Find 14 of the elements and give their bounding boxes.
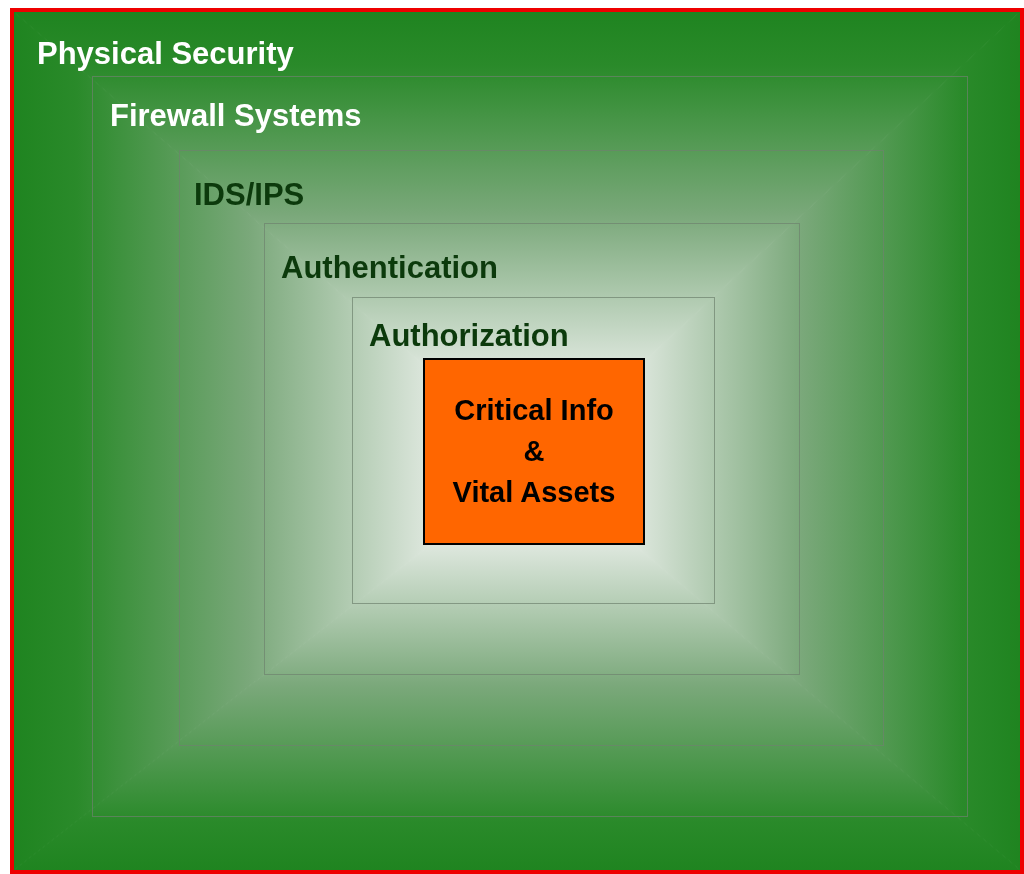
core-label: Critical Info	[454, 393, 614, 428]
layer-box	[179, 150, 884, 746]
layer-title: Firewall Systems	[110, 100, 362, 131]
core-label: &	[523, 434, 545, 469]
core-label: Vital Assets	[452, 475, 616, 510]
outer-layer-box	[10, 8, 1024, 874]
layer-box	[264, 223, 800, 675]
layer-box	[92, 76, 968, 817]
layer-title: Authentication	[281, 252, 498, 283]
layer-title: Physical Security	[37, 38, 294, 69]
core-box	[423, 358, 645, 545]
layer-title: Authorization	[369, 320, 569, 351]
layer-title: IDS/IPS	[194, 179, 305, 210]
layer-box	[352, 297, 715, 604]
